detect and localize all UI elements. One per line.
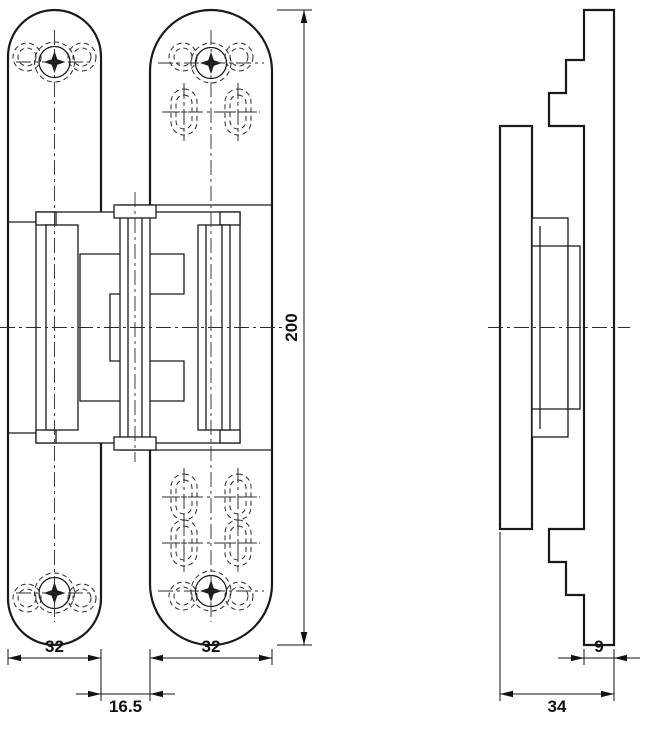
front-centerlines xyxy=(0,30,288,622)
dim-overall-depth: 34 xyxy=(499,532,615,716)
dim-label-left-width: 32 xyxy=(45,637,64,656)
mechanism-tab xyxy=(35,211,57,226)
front-view xyxy=(0,8,288,647)
c-link-arm xyxy=(79,253,185,402)
arrowhead-icon xyxy=(259,654,272,662)
frame-leaf-profile xyxy=(547,8,616,647)
arrowhead-icon xyxy=(300,10,308,23)
arrowhead-icon xyxy=(300,632,308,645)
arrowhead-icon xyxy=(88,690,101,698)
dim-label-depth: 34 xyxy=(548,697,567,716)
dim-left-leaf-width: 32 xyxy=(7,637,101,665)
dim-label-height: 200 xyxy=(282,313,301,341)
dim-label-gap: 16.5 xyxy=(109,697,142,716)
mechanism-tab xyxy=(35,429,57,444)
dim-overall-height: 200 xyxy=(277,9,312,646)
arrowhead-icon xyxy=(88,654,101,662)
arrowhead-icon xyxy=(601,690,614,698)
mechanism-tab xyxy=(219,211,241,226)
dim-label-thickness: 9 xyxy=(594,637,603,656)
dim-frame-thickness: 9 xyxy=(558,637,640,665)
arrowhead-icon xyxy=(500,690,513,698)
dimensions: 200 32 32 16.5 xyxy=(7,9,640,716)
arrowhead-icon xyxy=(8,654,21,662)
dim-center-gap: 16.5 xyxy=(76,649,175,716)
side-view xyxy=(488,8,630,647)
mechanism-tab xyxy=(219,429,241,444)
arrowhead-icon xyxy=(571,654,584,662)
arrowhead-icon xyxy=(614,654,627,662)
dim-right-leaf-width: 32 xyxy=(150,637,273,665)
arrowhead-icon xyxy=(150,654,163,662)
arrowhead-icon xyxy=(150,690,163,698)
dim-label-right-width: 32 xyxy=(202,637,221,656)
